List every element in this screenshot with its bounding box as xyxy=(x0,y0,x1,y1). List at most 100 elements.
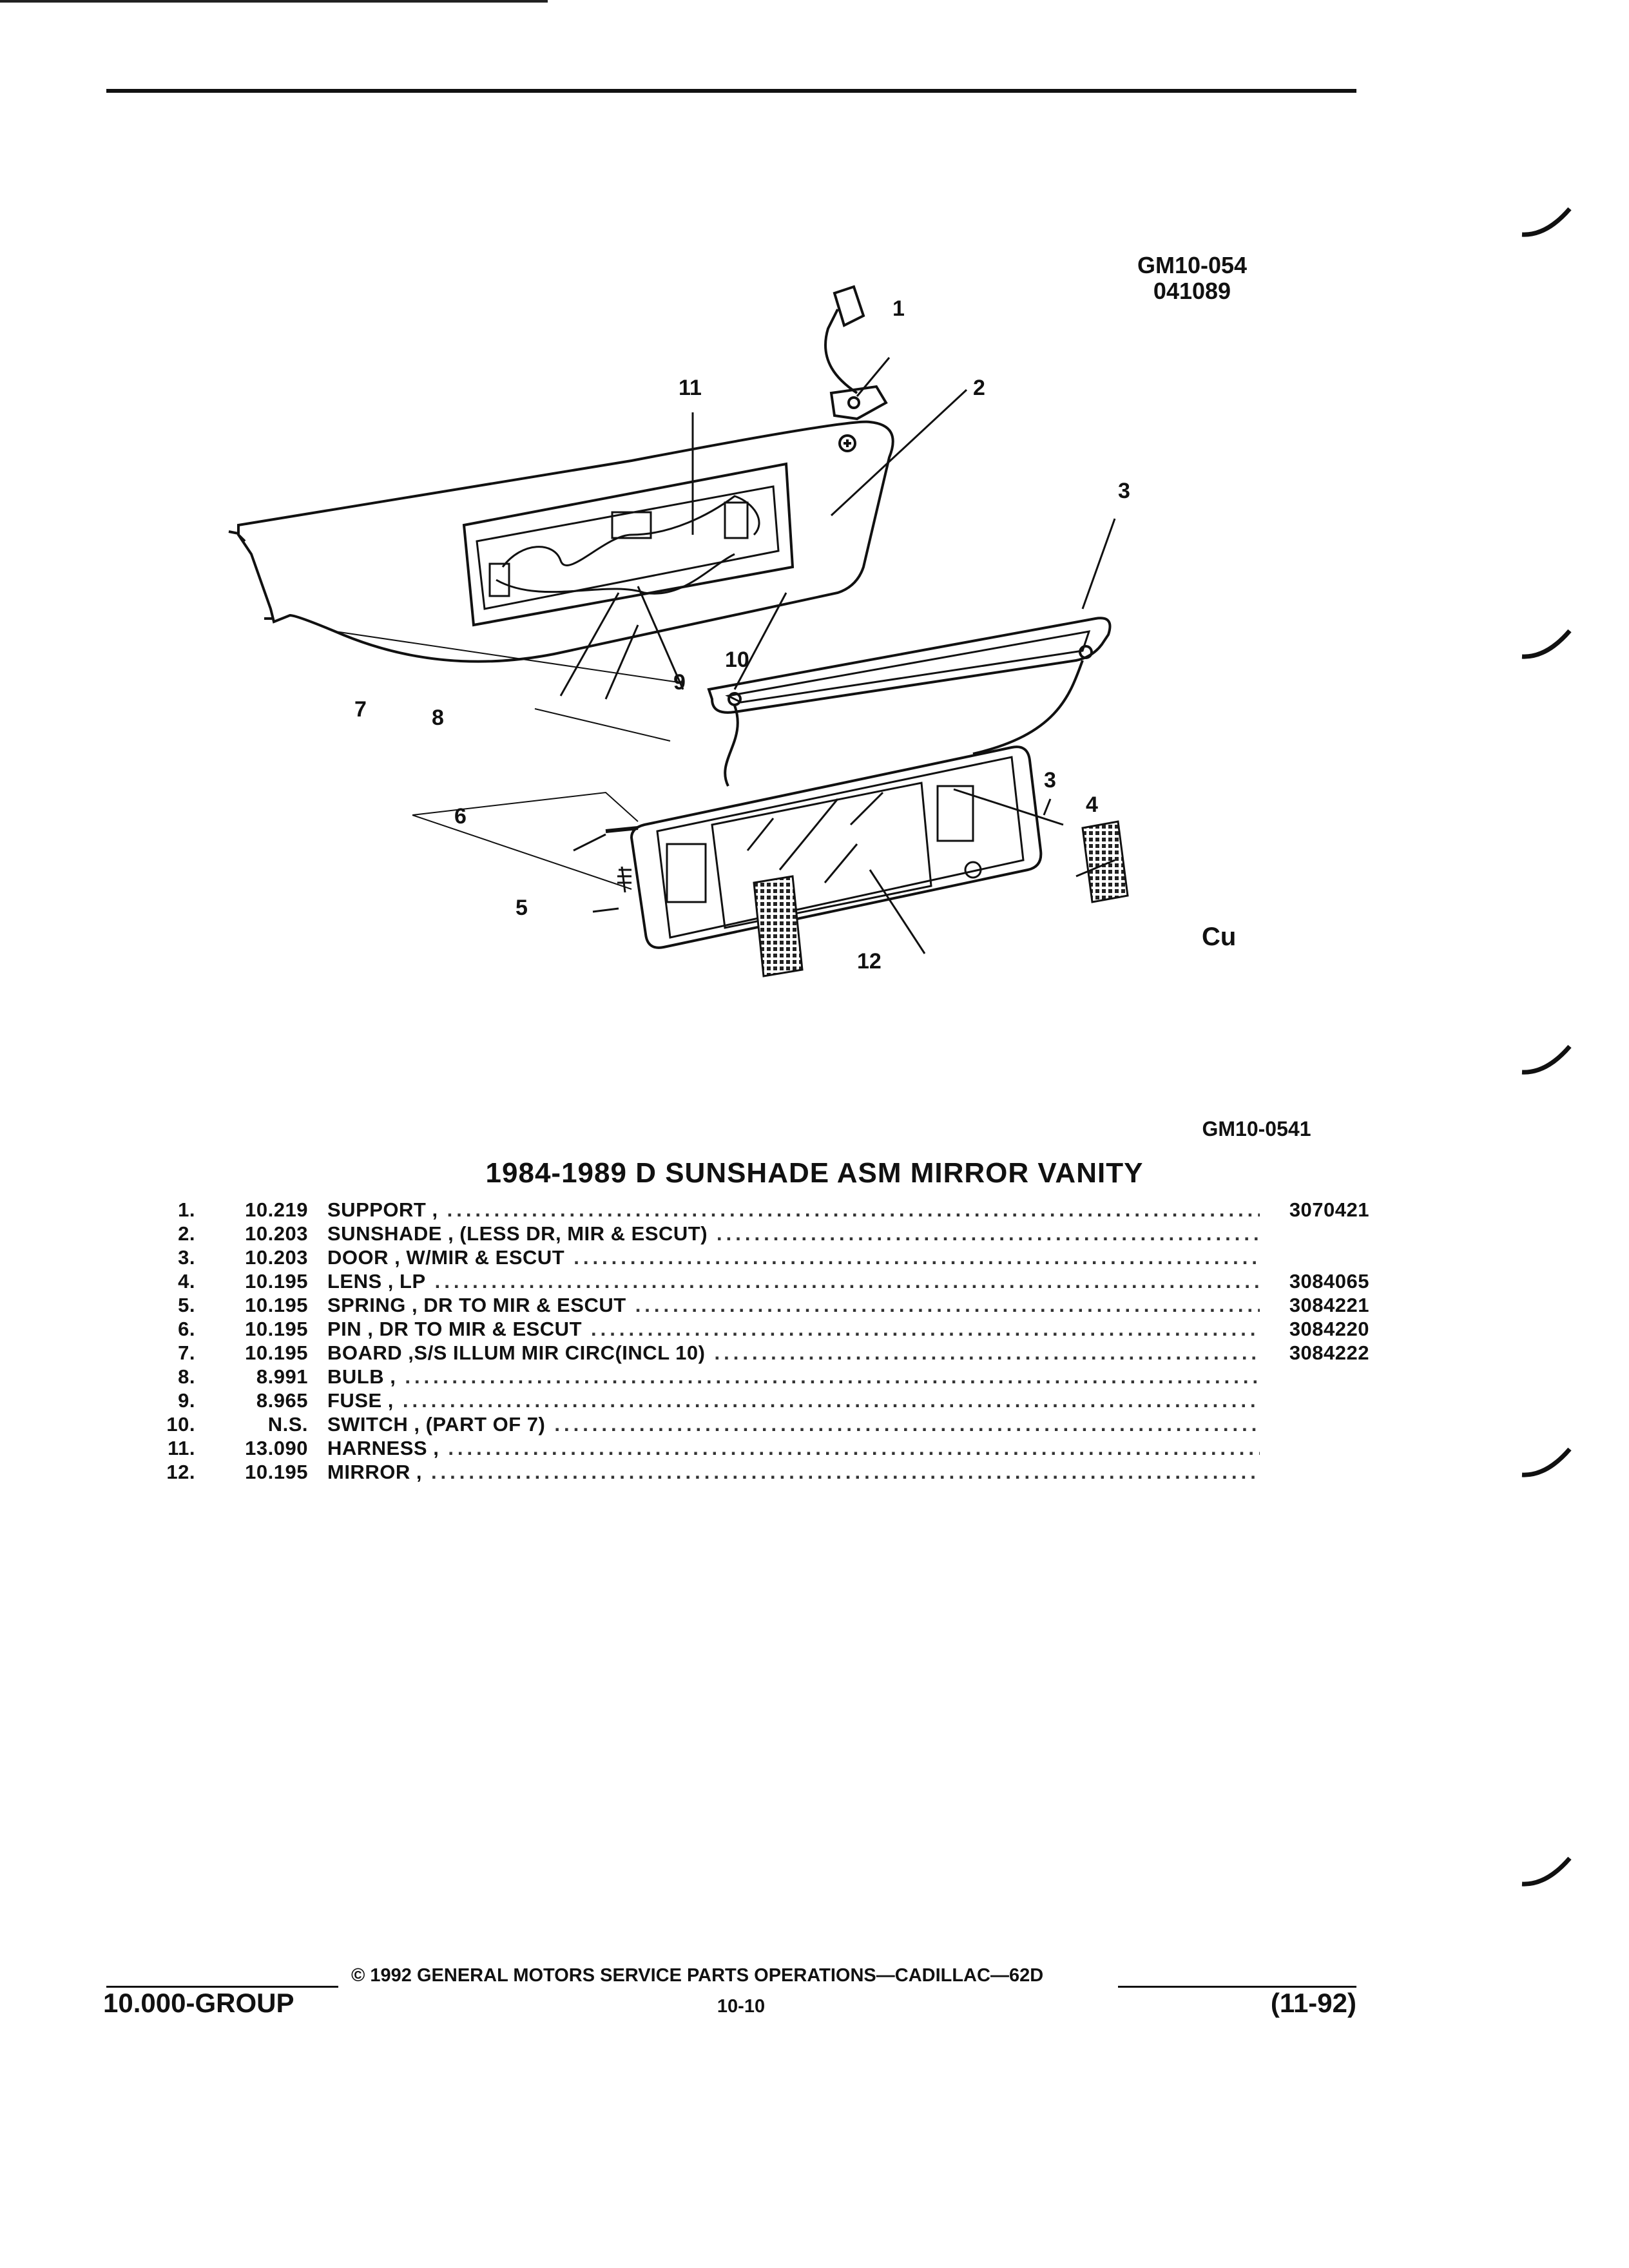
part-description: LENS , LP xyxy=(327,1270,426,1293)
dot-leader: ........................................… xyxy=(554,1413,1260,1436)
parts-row: 2. 10.203 SUNSHADE , (LESS DR, MIR & ESC… xyxy=(145,1222,1369,1246)
item-number: 4. xyxy=(178,1270,195,1293)
lens-right xyxy=(1081,820,1129,903)
binder-ring-mark xyxy=(1521,1856,1572,1887)
parts-row: 1. 10.219 SUPPORT , ....................… xyxy=(145,1198,1369,1222)
sunshade-body xyxy=(228,420,894,663)
part-number: 3070421 xyxy=(1289,1198,1369,1221)
part-description: SPRING , DR TO MIR & ESCUT xyxy=(327,1294,626,1316)
dot-leader: ........................................… xyxy=(430,1461,1260,1483)
dot-leader: ........................................… xyxy=(717,1222,1260,1245)
parts-row: 4. 10.195 LENS , LP ....................… xyxy=(145,1270,1369,1294)
dot-leader: ........................................… xyxy=(402,1389,1260,1412)
parts-row: 9. 8.965 FUSE , ........................… xyxy=(145,1389,1369,1413)
dot-leader: ........................................… xyxy=(448,1437,1260,1459)
group-number: 10.195 xyxy=(245,1341,308,1364)
item-number: 11. xyxy=(168,1437,195,1459)
group-number: 10.195 xyxy=(245,1270,308,1293)
dot-leader: ........................................… xyxy=(405,1365,1260,1388)
item-number: 1. xyxy=(178,1198,195,1221)
binder-ring-mark xyxy=(1521,1447,1572,1477)
dot-leader: ........................................… xyxy=(574,1246,1260,1269)
spring xyxy=(617,866,631,893)
dot-leader: ........................................… xyxy=(591,1318,1260,1340)
group-number: 10.219 xyxy=(245,1198,308,1221)
part-description: BOARD ,S/S ILLUM MIR CIRC(INCL 10) xyxy=(327,1341,706,1364)
callout-4: 4 xyxy=(1086,793,1098,817)
parts-row: 8. 8.991 BULB , ........................… xyxy=(145,1365,1369,1389)
footer-page-number: 10-10 xyxy=(717,1996,766,2017)
part-description: SUPPORT , xyxy=(327,1198,438,1221)
part-description: DOOR , W/MIR & ESCUT xyxy=(327,1246,565,1269)
parts-list: 1. 10.219 SUPPORT , ....................… xyxy=(145,1198,1369,1485)
part-number: 3084065 xyxy=(1289,1270,1369,1293)
callout-9: 9 xyxy=(673,670,686,695)
support-bracket xyxy=(824,285,888,421)
parts-row: 3. 10.203 DOOR , W/MIR & ESCUT .........… xyxy=(145,1246,1369,1270)
callout-8: 8 xyxy=(432,706,444,730)
item-number: 3. xyxy=(178,1246,195,1269)
date-code: 041089 xyxy=(1153,278,1231,304)
dot-leader: ........................................… xyxy=(447,1198,1260,1221)
footer-copyright: © 1992 GENERAL MOTORS SERVICE PARTS OPER… xyxy=(351,1965,1044,1986)
callout-12: 12 xyxy=(857,949,882,974)
group-number: 10.195 xyxy=(245,1294,308,1316)
mirror-escutcheon xyxy=(630,745,1043,949)
group-number: 10.203 xyxy=(245,1246,308,1269)
part-description: SWITCH , (PART OF 7) xyxy=(327,1413,546,1436)
callout-5: 5 xyxy=(516,896,528,920)
binder-ring-mark xyxy=(1521,207,1572,237)
part-description: MIRROR , xyxy=(327,1461,422,1483)
callout-1: 1 xyxy=(892,296,905,321)
part-description: FUSE , xyxy=(327,1389,394,1412)
item-number: 2. xyxy=(178,1222,195,1245)
footer-rule-left xyxy=(106,1986,338,1988)
pin xyxy=(605,826,639,833)
item-number: 6. xyxy=(178,1318,195,1340)
binder-ring-mark xyxy=(1521,1044,1572,1075)
parts-row: 6. 10.195 PIN , DR TO MIR & ESCUT ......… xyxy=(145,1318,1369,1341)
group-number: 8.991 xyxy=(256,1365,308,1388)
lens-left xyxy=(753,875,804,977)
footer-revision: (11-92) xyxy=(1270,1988,1356,2018)
header-rule xyxy=(106,89,1356,93)
item-number: 12. xyxy=(166,1461,195,1483)
parts-row: 10. N.S. SWITCH , (PART OF 7) ..........… xyxy=(145,1413,1369,1437)
parts-row: 12. 10.195 MIRROR , ....................… xyxy=(145,1461,1369,1485)
callout-7: 7 xyxy=(354,697,367,722)
callout-2: 2 xyxy=(973,376,985,400)
item-number: 8. xyxy=(178,1365,195,1388)
group-number: N.S. xyxy=(267,1413,308,1436)
group-number: 10.195 xyxy=(245,1318,308,1340)
part-description: HARNESS , xyxy=(327,1437,439,1459)
callout-3-spring: 3 xyxy=(1044,768,1056,793)
group-number: 8.965 xyxy=(256,1389,308,1412)
footer-rule-right xyxy=(1118,1986,1356,1988)
callout-11: 11 xyxy=(679,376,702,400)
part-description: BULB , xyxy=(327,1365,396,1388)
group-number: 10.195 xyxy=(245,1461,308,1483)
dot-leader: ........................................… xyxy=(714,1341,1260,1364)
sunshade-door xyxy=(707,617,1112,787)
dot-leader: ........................................… xyxy=(635,1294,1260,1316)
footer-group: 10.000-GROUP xyxy=(103,1988,294,2018)
callout-10: 10 xyxy=(725,648,749,672)
group-number: 13.090 xyxy=(245,1437,308,1459)
item-number: 5. xyxy=(178,1294,195,1316)
logo-mark: Cu xyxy=(1202,923,1237,951)
parts-row: 11. 13.090 HARNESS , ...................… xyxy=(145,1437,1369,1461)
binder-ring-mark xyxy=(1521,629,1572,659)
part-number: 3084222 xyxy=(1289,1341,1369,1364)
callout-6: 6 xyxy=(454,804,467,829)
callout-3-door: 3 xyxy=(1118,479,1130,503)
sunshade-exploded-diagram: 1 2 3 3 4 5 6 7 8 9 10 11 12 xyxy=(228,285,1130,977)
item-number: 10. xyxy=(166,1413,195,1436)
part-description: SUNSHADE , (LESS DR, MIR & ESCUT) xyxy=(327,1222,708,1245)
part-number: 3084221 xyxy=(1289,1294,1369,1316)
parts-row: 5. 10.195 SPRING , DR TO MIR & ESCUT ...… xyxy=(145,1294,1369,1318)
item-number: 7. xyxy=(178,1341,195,1364)
group-number: 10.203 xyxy=(245,1222,308,1245)
dot-leader: ........................................… xyxy=(434,1270,1260,1293)
section-title: 1984-1989 D SUNSHADE ASM MIRROR VANITY xyxy=(485,1157,1144,1189)
image-code: GM10-054 xyxy=(1137,252,1248,278)
